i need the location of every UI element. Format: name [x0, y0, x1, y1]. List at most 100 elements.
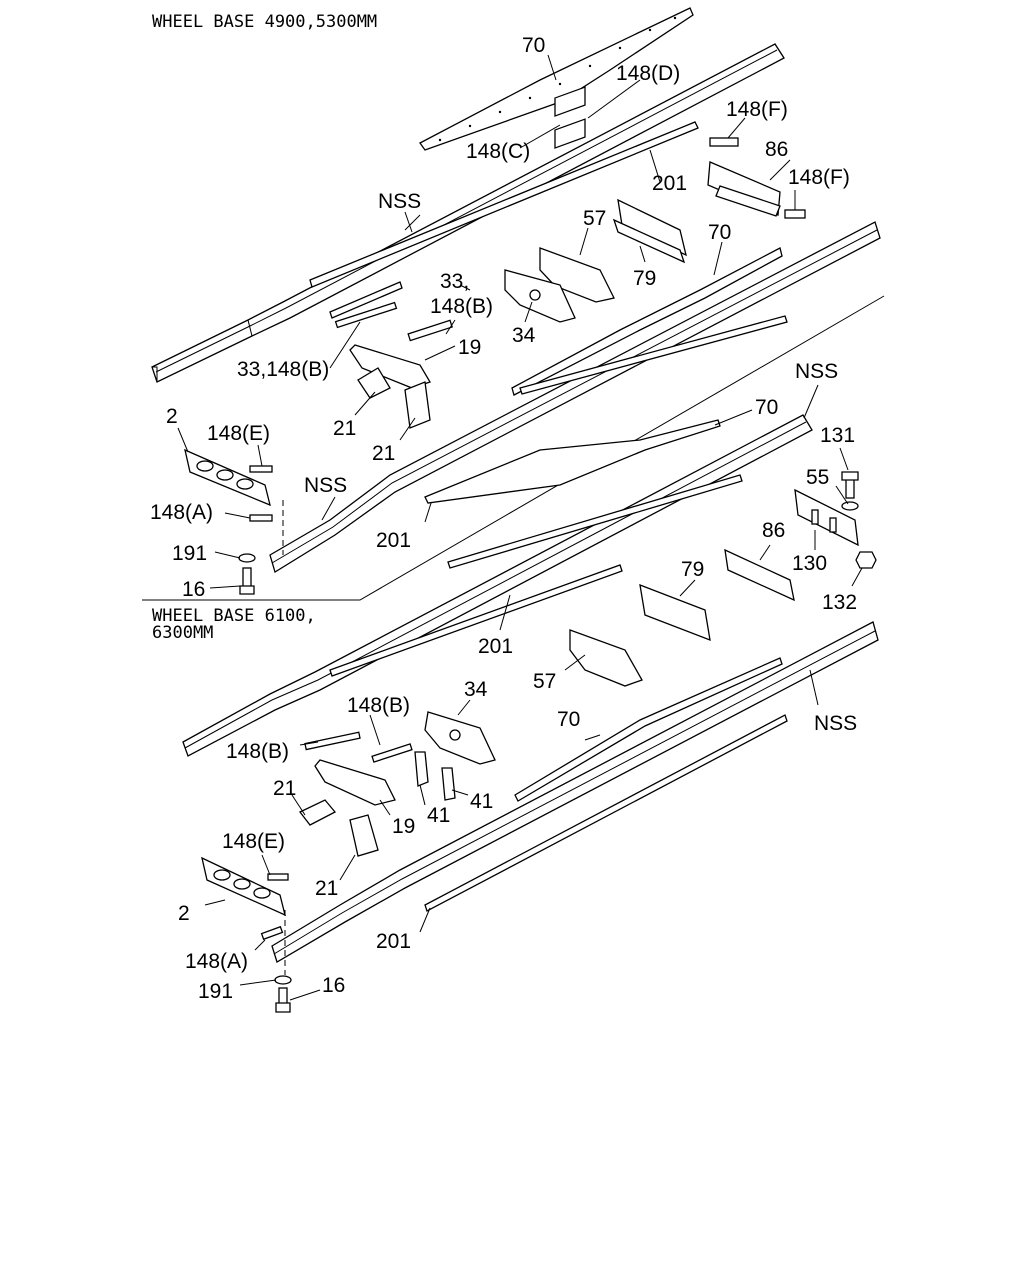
- plate-148b-b2: [371, 743, 413, 763]
- crossmember-57-b: [569, 629, 643, 687]
- crossmember-19-b: [314, 759, 396, 806]
- callout-nss-mid: NSS: [304, 474, 347, 497]
- reinforcement-plate-70-lower: [514, 657, 783, 802]
- section-a-title: WHEEL BASE 4900,5300MM: [152, 12, 377, 32]
- callout-70-mid: 70: [755, 396, 778, 419]
- crossmember-79-b: [639, 583, 711, 642]
- callout-2-b: 2: [178, 902, 190, 925]
- callout-148b-b1: 148(B): [347, 694, 410, 717]
- crossmember-79-top: [612, 198, 687, 264]
- plate-148d: [554, 86, 586, 117]
- callout-148e: 148(E): [207, 422, 270, 445]
- callout-131: 131: [820, 424, 855, 447]
- callout-201-top: 201: [652, 172, 687, 195]
- callout-148f-2: 148(F): [788, 166, 850, 189]
- section-b-title-line2: 6300MM: [152, 623, 213, 643]
- nut-132: [855, 551, 877, 569]
- callout-201-mid: 201: [376, 529, 411, 552]
- callout-34: 34: [512, 324, 536, 347]
- crossmember-57-top: [539, 247, 615, 303]
- callout-19-b: 19: [392, 815, 415, 838]
- callout-19: 19: [458, 336, 481, 359]
- callout-191: 191: [172, 542, 207, 565]
- section-b-title: WHEEL BASE 6100,: [152, 606, 316, 626]
- callout-79-b: 79: [681, 558, 704, 581]
- washer-55: [841, 501, 859, 511]
- callout-79: 79: [633, 267, 656, 290]
- callout-nss-top: NSS: [378, 190, 421, 213]
- plate-148f-2: [784, 209, 806, 219]
- crossmember-86-b: [724, 548, 795, 602]
- callout-70-lower: 70: [557, 708, 580, 731]
- crossmember-2-b: [201, 856, 286, 917]
- callout-201-b-b: 201: [376, 930, 411, 953]
- reinforcement-plate-70-right: [511, 247, 783, 396]
- section-divider: [142, 295, 885, 601]
- callout-70-top: 70: [522, 34, 545, 57]
- bolt-131: [841, 471, 859, 499]
- callout-55: 55: [806, 466, 829, 489]
- callout-33: 33,: [440, 270, 469, 293]
- bracket-34-top: [504, 269, 576, 323]
- callouts-section-a: 70 148(D) 148(C) 148(F) 86 148(F) 201 NS…: [150, 34, 850, 601]
- callout-nss-lower: NSS: [814, 712, 857, 735]
- stiffener-strip-201-mid: [519, 315, 788, 395]
- bracket-21-a: [357, 367, 391, 399]
- crossmember-2-top: [184, 448, 271, 507]
- bracket-41-a: [414, 751, 429, 787]
- reinforcement-plate-70-top: [419, 7, 694, 151]
- callout-33-148b: 33,148(B): [237, 358, 329, 381]
- callout-21-b-a: 21: [273, 777, 296, 800]
- bolt-16-b: [275, 987, 291, 1013]
- plate-148e-b: [267, 873, 289, 881]
- callout-nss-right: NSS: [795, 360, 838, 383]
- callout-41-a: 41: [427, 804, 450, 827]
- plate-148b-top: [407, 319, 453, 342]
- plate-148b-b1: [304, 731, 361, 751]
- bracket-21-b: [404, 381, 431, 429]
- callout-2: 2: [166, 405, 178, 428]
- callout-86-b: 86: [762, 519, 785, 542]
- callout-34-b: 34: [464, 678, 488, 701]
- bracket-21-b-a: [298, 799, 337, 826]
- reinforcement-plate-70-mid: [424, 419, 721, 504]
- callout-16-b: 16: [322, 974, 345, 997]
- callout-148e-b: 148(E): [222, 830, 285, 853]
- plate-148a-top: [249, 514, 273, 522]
- nss-side-rail-top: [151, 43, 785, 383]
- bracket-41-b: [441, 767, 456, 801]
- callout-16: 16: [182, 578, 205, 601]
- callout-57-b: 57: [533, 670, 556, 693]
- callout-41-b: 41: [470, 790, 493, 813]
- callout-21-b: 21: [372, 442, 395, 465]
- callout-148c: 148(C): [466, 140, 530, 163]
- callout-130: 130: [792, 552, 827, 575]
- callout-191-b: 191: [198, 980, 233, 1003]
- section-b-parts: [182, 384, 879, 1013]
- plate-33-148b: [334, 301, 398, 329]
- plate-148f-1: [709, 137, 739, 147]
- callout-21-b-b: 21: [315, 877, 338, 900]
- washer-191-b: [274, 975, 292, 985]
- bracket-21-b-b: [349, 814, 379, 857]
- bolt-16-top: [239, 567, 255, 595]
- bracket-130: [794, 488, 859, 547]
- callout-148a: 148(A): [150, 501, 213, 524]
- callout-21-a: 21: [333, 417, 356, 440]
- stiffener-strip-201-top: [309, 121, 699, 319]
- callout-132: 132: [822, 591, 857, 614]
- callout-148f-1: 148(F): [726, 98, 788, 121]
- callout-86: 86: [765, 138, 788, 161]
- callout-148a-b: 148(A): [185, 950, 248, 973]
- section-a-parts: [151, 7, 881, 595]
- stiffener-strip-201-b-upper: [329, 564, 623, 677]
- stiffener-strip-201-b-a: [447, 474, 743, 569]
- callout-70-right: 70: [708, 221, 731, 244]
- nss-side-rail-b-lower: [271, 621, 879, 963]
- crossmember-86-top: [707, 161, 781, 217]
- plate-148e-top: [249, 465, 273, 473]
- callout-148d: 148(D): [616, 62, 680, 85]
- bracket-34-b: [424, 711, 496, 765]
- washer-191-top: [238, 553, 256, 563]
